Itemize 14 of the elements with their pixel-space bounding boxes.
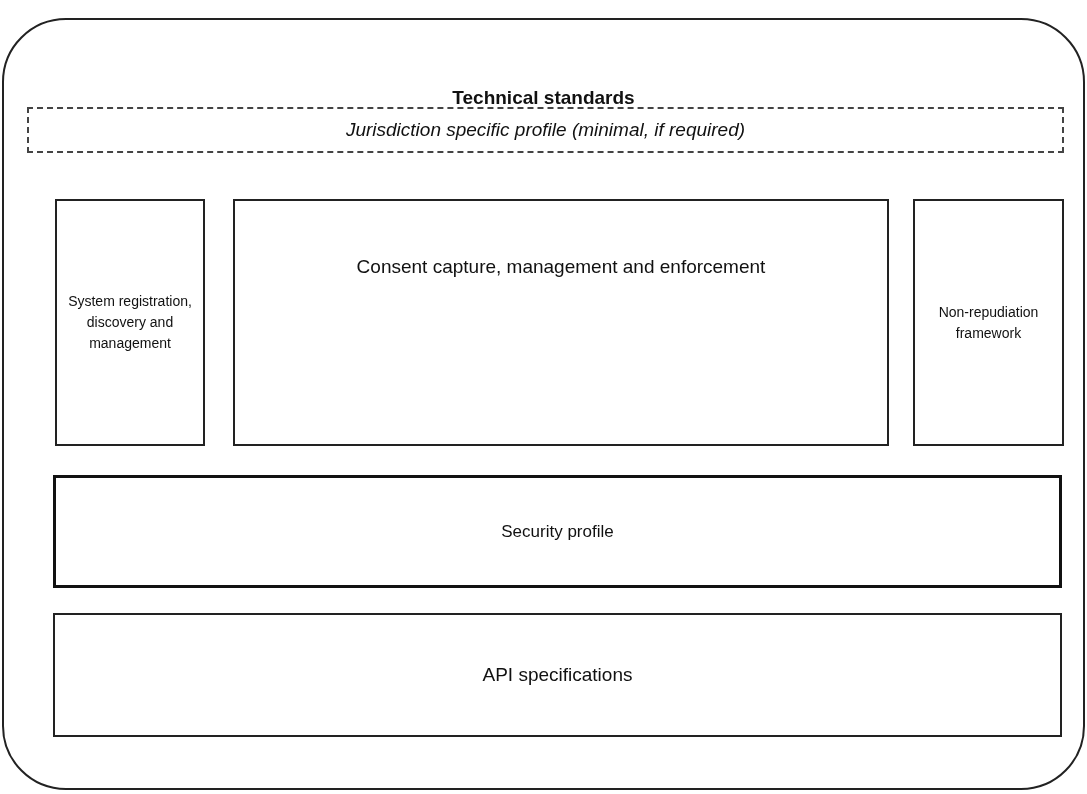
box-text: Non-repudiation framework [937, 302, 1040, 343]
process-box [55, 199, 205, 446]
process-box [53, 613, 1062, 737]
box-text: API specifications [482, 662, 633, 687]
frame-heading: Technical standards [452, 86, 635, 110]
box-text: System registration, discovery and management [67, 292, 193, 353]
process-box [53, 475, 1062, 588]
dashed-box [27, 107, 1064, 153]
box-text: Jurisdiction specific profile (minimal, if required) [345, 117, 746, 142]
outer-rounded-frame [2, 18, 1085, 790]
box-text: Consent capture, management and enforcement [356, 255, 766, 279]
box-text: Security profile [501, 520, 614, 543]
process-box [913, 199, 1064, 446]
process-box [233, 199, 889, 446]
